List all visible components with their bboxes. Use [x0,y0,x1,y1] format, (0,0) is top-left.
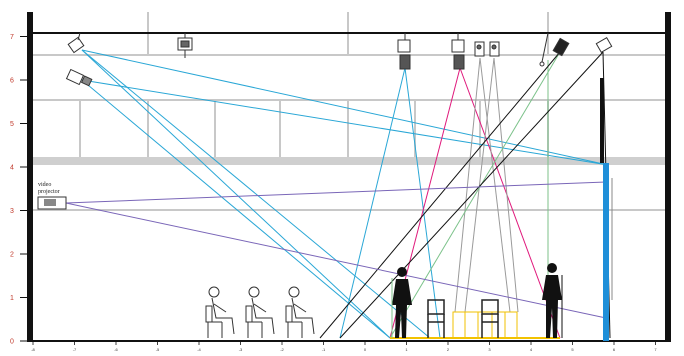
beam-cyan [404,67,441,339]
y-tick-label: 5 [10,121,14,128]
x-tick-label: -1 [322,347,326,352]
spotlight-icon [397,33,411,70]
y-tick-label: 0 [10,339,14,346]
video-projector-label: projector [38,189,60,195]
spotlight-icon [539,32,570,67]
beam-purple [65,181,607,204]
y-axis-ticks: 0 1 2 3 4 5 6 7 [10,34,27,346]
x-tick-label: -3 [239,347,243,352]
x-tick-label: -6 [114,347,118,352]
x-axis-ticks: -8 -7 -6 -5 -4 -3 -2 -1 0 1 2 3 4 5 6 7 [31,341,657,352]
spotlight-icon [65,68,93,87]
spotlight-icon [451,33,465,70]
spotlight-icon [489,41,500,57]
beam-black [319,51,561,339]
seated-person-icon [285,286,315,338]
spotlight-icon [67,32,85,54]
beam-cyan [81,49,431,339]
beam-cyan [81,49,391,339]
beam-green [389,51,561,339]
y-tick-label: 6 [10,78,14,85]
beam-cyan [81,79,391,339]
x-tick-label: -8 [31,347,35,352]
x-tick-label: 6 [613,347,616,352]
seated-person-icon [245,286,275,338]
video-projector-icon [37,196,67,210]
black-bar [600,78,604,163]
spotlight-icon [177,33,193,58]
standing-person-icon [391,267,412,338]
y-tick-label: 1 [10,295,14,302]
y-tick-label: 3 [10,208,14,215]
y-tick-label: 2 [10,252,14,259]
beam-gray [493,57,519,313]
x-tick-label: 5 [571,347,574,352]
beam-gray [479,57,511,313]
standing-person-icon [542,263,563,338]
seated-person-icon [205,286,235,338]
x-tick-label: 7 [654,347,657,352]
grid [30,12,668,211]
spotlight-icon [595,36,613,54]
beam-cyan [81,79,609,166]
beam-purple [65,202,607,319]
spotlight-icon [474,41,485,57]
x-tick-label: 2 [447,347,450,352]
catwalk-band [30,157,668,165]
x-tick-label: 4 [530,347,533,352]
x-tick-label: 3 [488,347,491,352]
x-tick-label: -5 [156,347,160,352]
stage-platform [390,311,560,339]
chair-icon [427,299,445,338]
light-beams [65,49,611,339]
y-tick-label: 7 [10,34,14,41]
spotlights [65,32,613,87]
left-ruler [27,12,33,342]
beam-cyan [339,67,406,339]
x-tick-label: -2 [280,347,284,352]
x-tick-label: 1 [405,347,408,352]
x-tick-label: -7 [73,347,77,352]
x-tick-label: 0 [364,347,367,352]
x-tick-label: -4 [197,347,201,352]
right-ruler [665,12,671,342]
frame [27,12,671,342]
blue-post [603,163,609,341]
y-tick-label: 4 [10,165,14,172]
video-projector-label: video [38,182,51,188]
chair-icon [481,299,499,338]
beam-gray [464,57,495,313]
beam-gray [454,57,481,313]
beam-black [339,51,604,339]
beam-cyan [81,49,609,166]
